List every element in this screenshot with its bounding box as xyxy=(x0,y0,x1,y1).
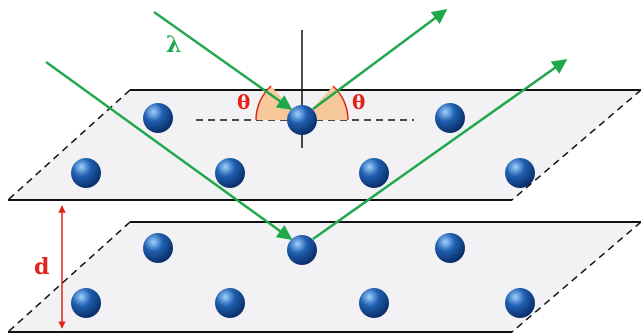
lower-plane xyxy=(7,221,641,333)
lower-plane-atoms xyxy=(71,233,535,318)
angle-arc-left-edge xyxy=(255,85,272,121)
upper-plane-atoms xyxy=(71,103,535,188)
incident-ray-top xyxy=(153,10,293,111)
angle-label-right: θ xyxy=(352,90,365,114)
wavelength-label: λ xyxy=(166,32,181,58)
atom xyxy=(143,103,173,133)
atom xyxy=(215,288,245,318)
angle-label-left: θ xyxy=(237,90,250,114)
atom xyxy=(71,288,101,318)
incident-ray-bottom xyxy=(45,60,293,241)
atom xyxy=(435,103,465,133)
atom xyxy=(215,158,245,188)
atom xyxy=(359,288,389,318)
rays xyxy=(45,8,568,241)
angle-arc-right-edge xyxy=(332,85,349,121)
atom xyxy=(435,233,465,263)
atom xyxy=(505,288,535,318)
reflected-ray-bottom xyxy=(312,58,568,241)
reflected-ray-top xyxy=(312,8,448,111)
atom xyxy=(505,158,535,188)
atom xyxy=(287,105,317,135)
atom xyxy=(143,233,173,263)
spacing-label: d xyxy=(34,254,49,280)
atom xyxy=(287,235,317,265)
atom xyxy=(71,158,101,188)
atom xyxy=(359,158,389,188)
